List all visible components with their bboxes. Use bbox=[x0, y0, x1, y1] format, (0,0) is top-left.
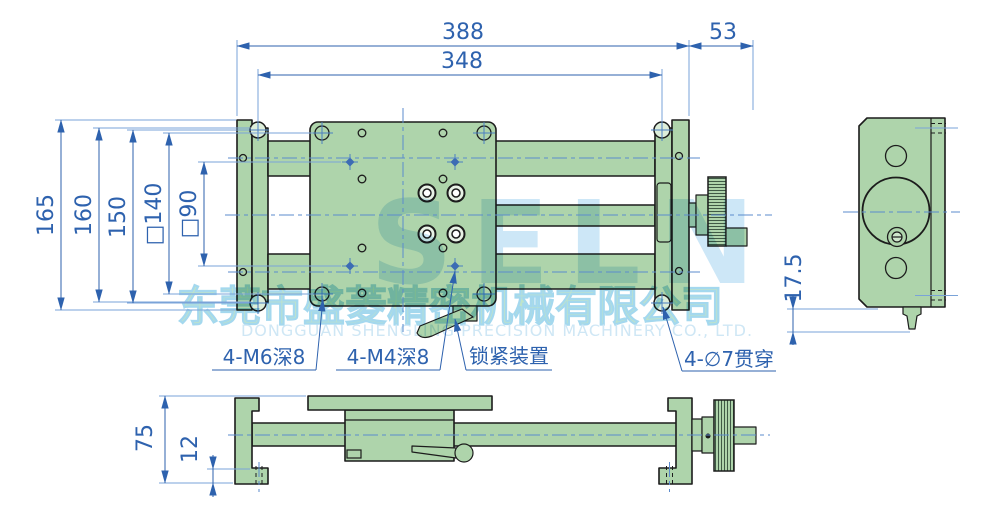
dim-75: 75 bbox=[133, 424, 158, 452]
side-hole-top bbox=[884, 144, 908, 168]
label-m6: 4-M6深8 bbox=[223, 345, 306, 369]
front-view bbox=[234, 395, 757, 492]
front-top-plate bbox=[307, 395, 493, 411]
dim-165: 165 bbox=[34, 194, 59, 236]
knurled-knob bbox=[707, 176, 727, 247]
dim-388: 388 bbox=[442, 20, 484, 45]
dimension-text: 388 53 348 165 160 150 □140 □90 17.5 75 … bbox=[34, 20, 807, 463]
centerlines bbox=[225, 108, 960, 436]
side-tip bbox=[902, 306, 922, 330]
front-set-screw bbox=[705, 433, 711, 439]
dim-160: 160 bbox=[72, 194, 97, 236]
dim-140: □140 bbox=[142, 183, 167, 246]
side-hidden-holes bbox=[915, 123, 958, 301]
bearing-housing bbox=[656, 182, 672, 243]
dim-17-5: 17.5 bbox=[782, 254, 807, 303]
dim-90: □90 bbox=[177, 190, 202, 239]
dim-150: 150 bbox=[106, 196, 131, 238]
front-left-bracket bbox=[234, 397, 269, 485]
label-m4: 4-M4深8 bbox=[347, 345, 430, 369]
extension-lines bbox=[55, 40, 910, 484]
cap-screws bbox=[417, 183, 466, 244]
watermark-company-en: DONGGUAN SHENGLING PRECISION MACHINERY C… bbox=[241, 321, 753, 340]
leader-lines bbox=[212, 270, 776, 372]
top-view bbox=[236, 119, 748, 339]
small-holes bbox=[357, 128, 448, 298]
dimensions bbox=[57, 42, 797, 497]
bracket-screw-holes bbox=[238, 119, 684, 314]
dim-53: 53 bbox=[709, 20, 737, 45]
label-lock: 锁紧装置 bbox=[469, 344, 549, 368]
label-d7: 4-∅7贯穿 bbox=[684, 347, 774, 371]
front-gib bbox=[346, 449, 362, 459]
m6-holes bbox=[311, 122, 495, 305]
side-hole-bottom bbox=[884, 256, 908, 280]
front-lock-ball bbox=[454, 443, 474, 463]
watermark-brand: SELN bbox=[370, 177, 773, 311]
side-view bbox=[858, 117, 958, 330]
dim-12: 12 bbox=[178, 435, 203, 463]
m4-holes bbox=[342, 154, 463, 274]
crank-handle bbox=[725, 227, 748, 247]
dim-348: 348 bbox=[441, 49, 483, 74]
